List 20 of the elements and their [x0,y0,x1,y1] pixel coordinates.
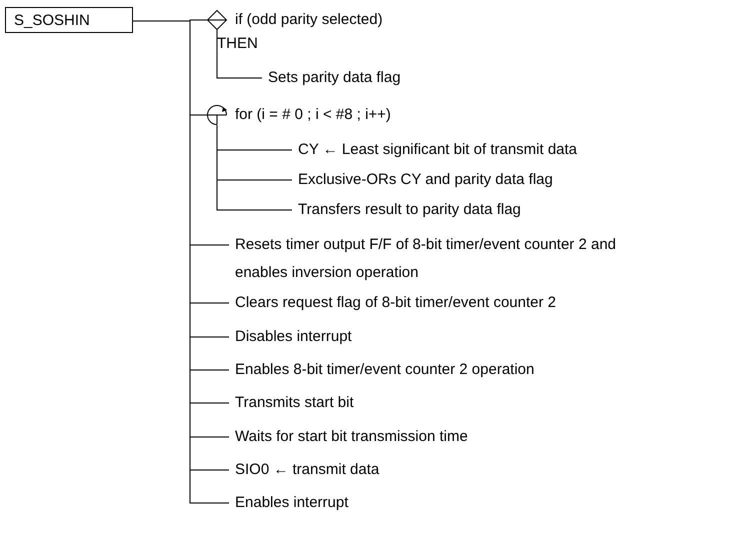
loop-symbol [207,105,227,125]
step-text: Disables interrupt [235,326,352,348]
step-text: Exclusive-ORs CY and parity data flag [298,169,553,191]
step-text: Clears request flag of 8-bit timer/event counter 2 [235,292,556,314]
branch-label: THEN [217,34,258,54]
step-text: Transmits start bit [235,392,354,414]
loop-condition-text: for (i = # 0 ; i < #8 ; i++) [235,105,391,125]
condition-text: if (odd parity selected) [235,10,383,30]
connector-line [216,30,262,78]
procedure-box: S_SOSHIN [5,7,133,33]
step-text: SIO0 ← transmit data [235,459,380,481]
step-text: Enables 8-bit timer/event counter 2 operation [235,359,534,381]
step-text: Transfers result to parity data flag [298,199,521,221]
connector-line [216,124,292,210]
step-text: Resets timer output F/F of 8-bit timer/event counter 2 and enables inversion operation [235,231,655,287]
decision-diamond [207,10,227,30]
step-text: Sets parity data flag [268,67,401,89]
step-text: Waits for start bit transmission time [235,426,468,448]
step-text: CY ← Least significant bit of transmit data [298,139,578,161]
step-text: Enables interrupt [235,492,348,514]
